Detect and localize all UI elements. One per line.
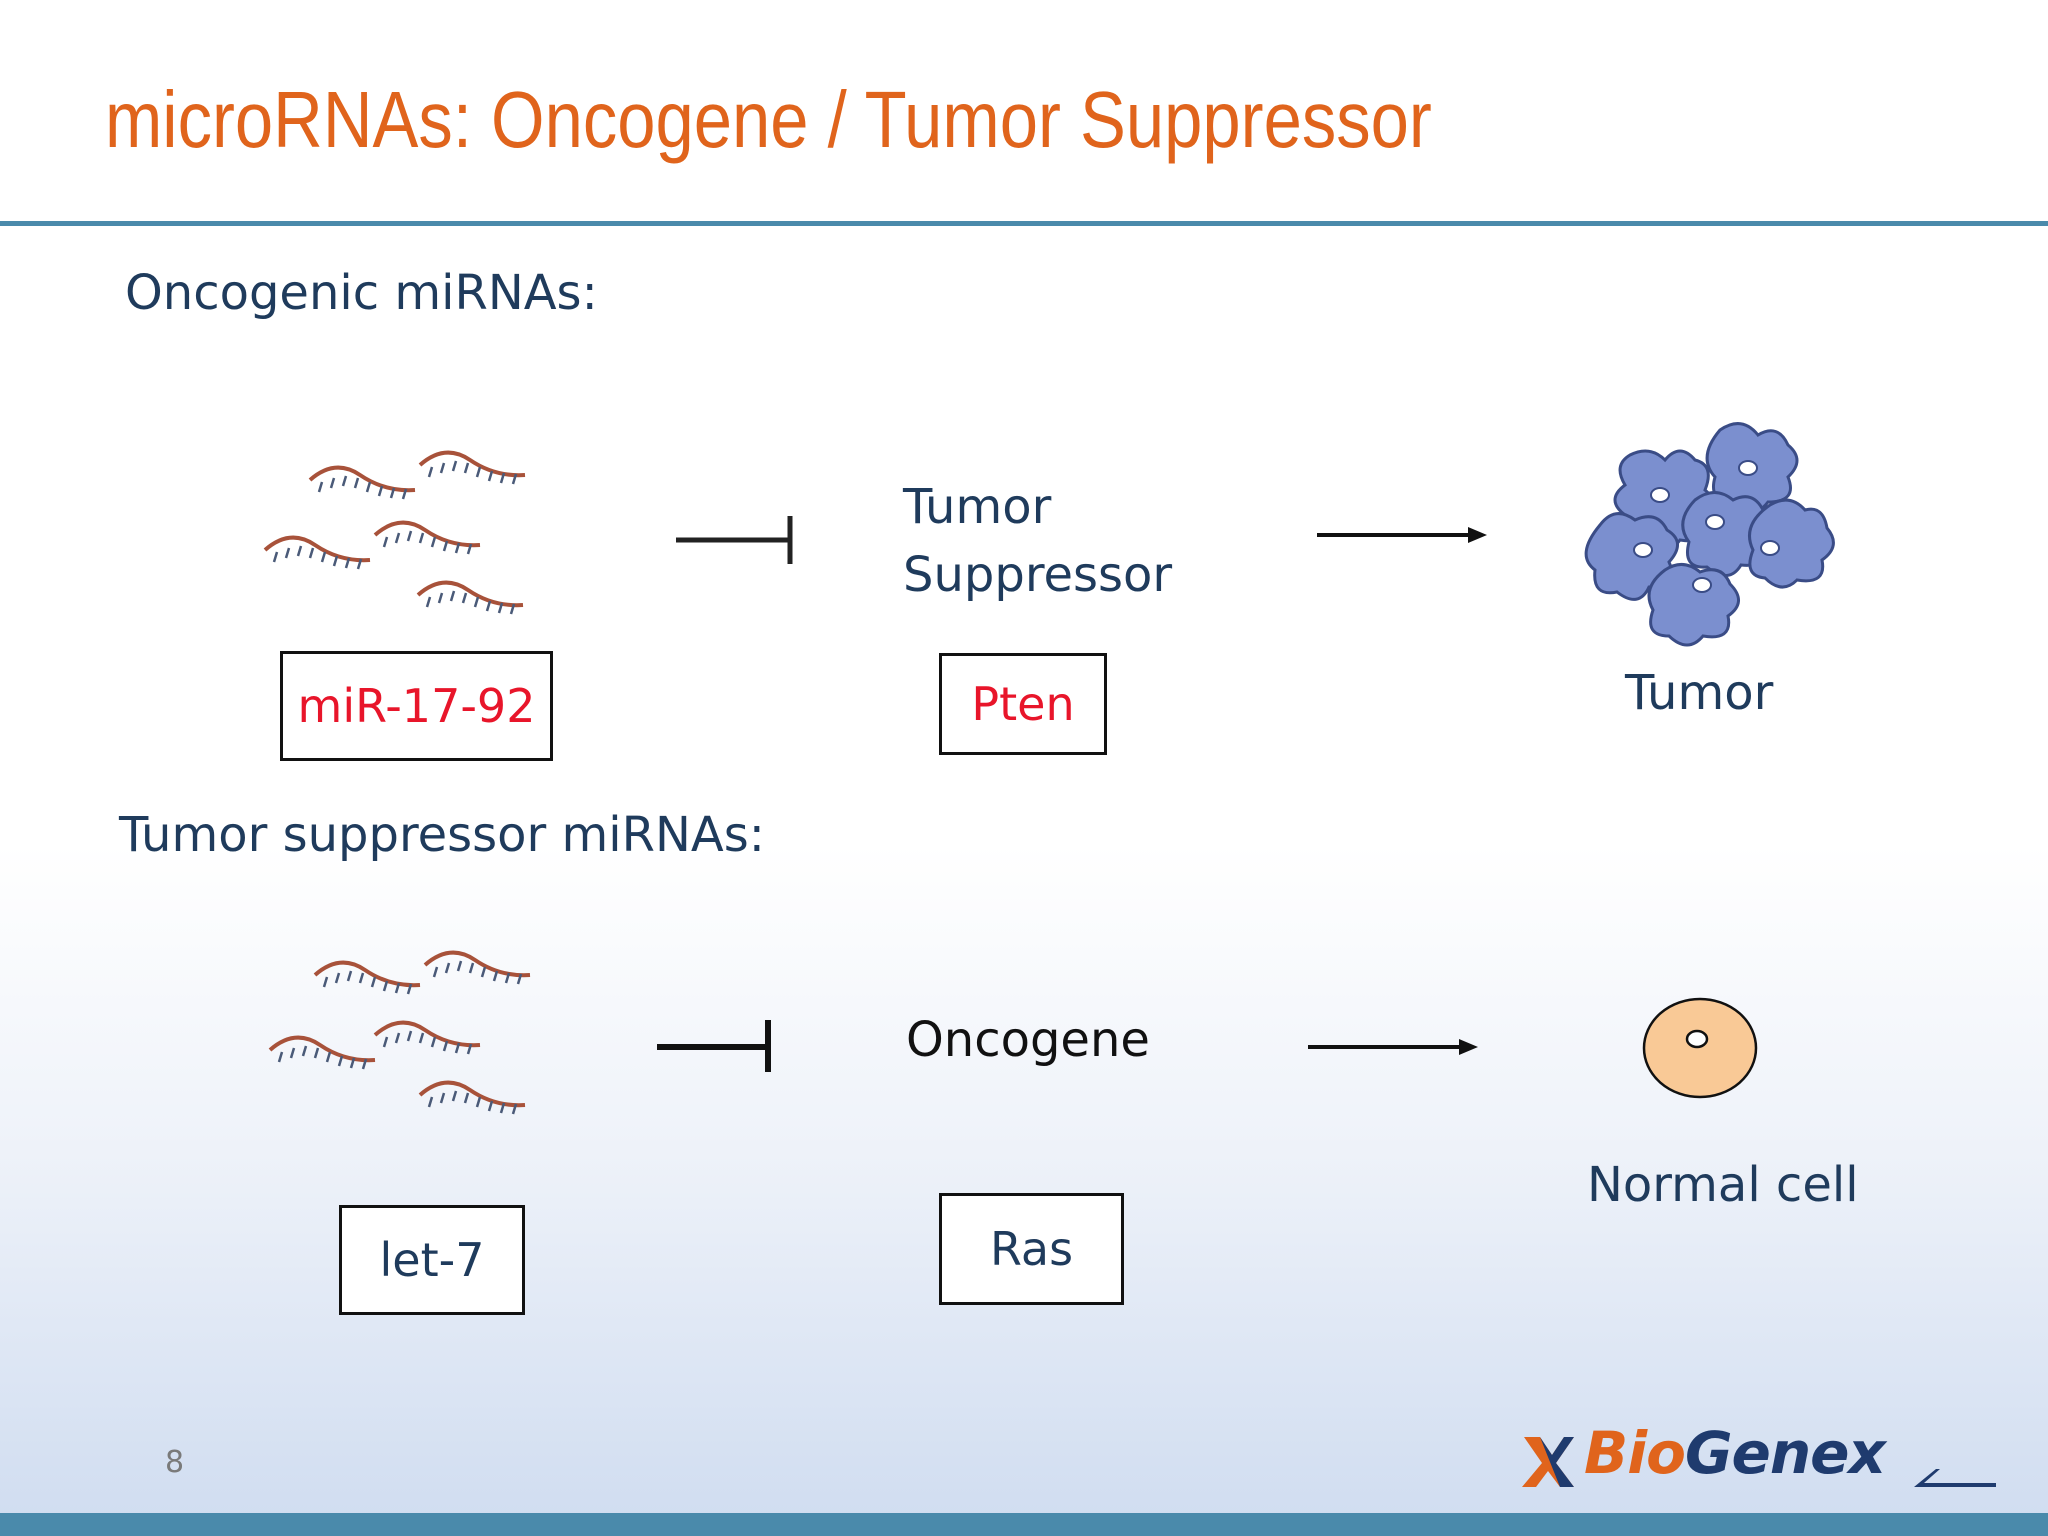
logo-bio-text: Bio <box>1584 1419 1686 1487</box>
title-divider <box>0 221 2048 226</box>
mirna-strands-top-icon <box>263 450 526 615</box>
inhibition-arrow-top-icon <box>676 516 793 564</box>
page-number: 8 <box>165 1445 185 1480</box>
slide-title: microRNAs: Oncogene / Tumor Suppressor <box>105 75 1432 164</box>
logo-genex-text: Genex <box>1684 1419 1886 1487</box>
tumor-suppressor-label-line1: Tumor <box>903 479 1052 535</box>
mirna-box-let-7: let-7 <box>339 1205 525 1315</box>
biogenex-wordmark: BioGenex <box>1584 1419 1886 1487</box>
mirna-strands-bottom-icon <box>268 950 531 1115</box>
tumor-nuclei-icon <box>1633 460 1780 593</box>
tumor-label: Tumor <box>1625 665 1774 721</box>
oncogene-label: Oncogene <box>906 1012 1150 1068</box>
tumor-suppressor-label-line2: Suppressor <box>903 547 1173 603</box>
tumor-cells-icon <box>1584 422 1835 647</box>
biogenex-logo: BioGenex <box>1518 1419 2000 1495</box>
biogenex-x-icon <box>1522 1437 1574 1487</box>
footer-bar <box>0 1513 2048 1536</box>
activation-arrow-top-icon <box>1317 527 1487 543</box>
mirna-box-mir-17-92: miR-17-92 <box>280 651 553 761</box>
oncogenic-heading: Oncogenic miRNAs: <box>125 265 598 321</box>
logo-underline-icon <box>1914 1469 1996 1487</box>
activation-arrow-bottom-icon <box>1308 1039 1478 1055</box>
suppressor-heading: Tumor suppressor miRNAs: <box>119 807 765 863</box>
normal-cell-label: Normal cell <box>1587 1157 1859 1213</box>
normal-cell-icon <box>1642 997 1758 1099</box>
inhibition-arrow-bottom-icon <box>657 1020 771 1072</box>
gene-box-ras: Ras <box>939 1193 1124 1305</box>
gene-box-pten: Pten <box>939 653 1107 755</box>
